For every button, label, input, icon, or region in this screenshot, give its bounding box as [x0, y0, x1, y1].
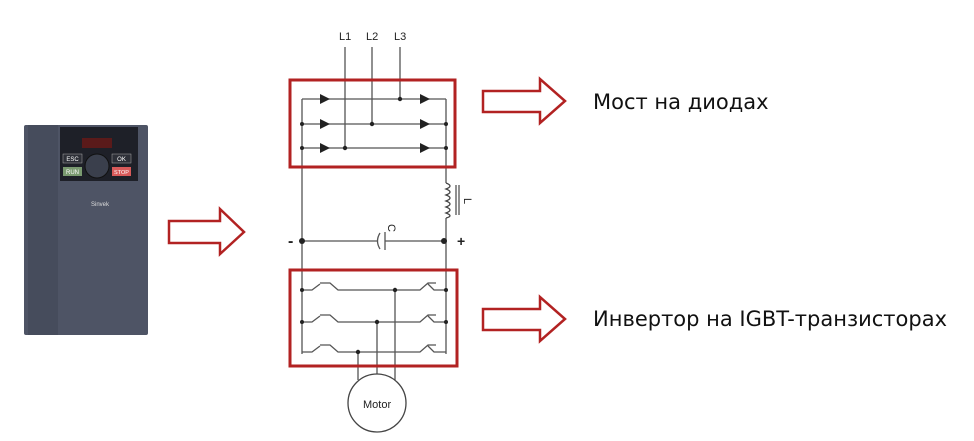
label-capacitor: C	[385, 224, 397, 232]
run-key-label: RUN	[66, 170, 79, 176]
arrow-right-icon	[167, 206, 246, 257]
label-l1: L1	[339, 31, 351, 43]
esc-key[interactable]: ESC	[62, 153, 83, 164]
label-l3: L3	[394, 31, 406, 43]
esc-key-label: ESC	[66, 157, 79, 163]
circuit-schematic	[301, 47, 460, 433]
ok-key-label: OK	[117, 157, 126, 163]
stop-key-label: STOP	[114, 170, 129, 176]
frequency-inverter-device: ESC RUN OK STOP Sinvek	[24, 125, 148, 335]
ok-key[interactable]: OK	[111, 153, 132, 164]
run-key[interactable]: RUN	[63, 167, 82, 176]
igbt-inverter-highlight	[288, 268, 459, 368]
arrow-right-icon	[481, 76, 567, 126]
device-brand: Sinvek	[91, 202, 110, 208]
label-inductor: L	[461, 198, 473, 204]
diode-bridge-highlight	[288, 78, 457, 169]
label-plus: +	[457, 233, 465, 249]
igbt-inverter-label: Инвертор на IGBT-транзисторах	[593, 307, 948, 331]
diode-icons	[299, 94, 448, 355]
stop-key[interactable]: STOP	[112, 167, 131, 176]
arrow-right-icon	[481, 294, 567, 344]
motor-label: Motor	[363, 399, 391, 411]
label-l2: L2	[366, 31, 378, 43]
diode-bridge-label: Мост на диодах	[593, 90, 769, 114]
label-minus: -	[288, 233, 293, 250]
